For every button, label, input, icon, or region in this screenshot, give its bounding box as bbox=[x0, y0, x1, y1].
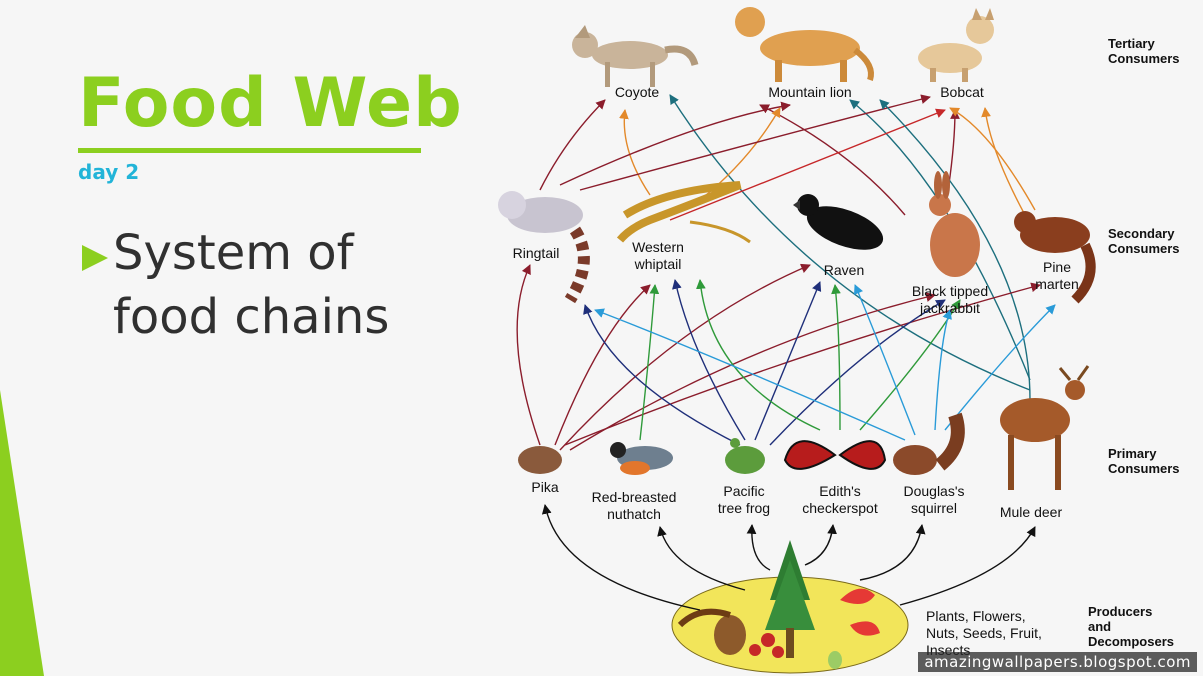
slide-subtitle: day 2 bbox=[78, 160, 140, 184]
label-ringtail: Ringtail bbox=[513, 245, 560, 261]
bullet-arrow-icon bbox=[82, 245, 108, 271]
frog-icon bbox=[725, 438, 765, 474]
label-producers: Plants, Flowers,Nuts, Seeds, Fruit,Insec… bbox=[926, 608, 1042, 658]
mountain-lion-icon bbox=[735, 7, 874, 82]
food-web-diagram: Coyote Mountain lion Bobcat Ringtail Wes… bbox=[498, 7, 1180, 674]
bobcat-icon bbox=[918, 8, 994, 82]
pine-marten-icon bbox=[1014, 211, 1096, 304]
label-raven: Raven bbox=[824, 262, 864, 278]
squirrel-icon bbox=[893, 412, 965, 475]
label-mountain-lion: Mountain lion bbox=[768, 84, 851, 100]
lizard-icon bbox=[616, 181, 751, 244]
butterfly-icon bbox=[783, 440, 887, 470]
label-bobcat: Bobcat bbox=[940, 84, 984, 100]
accent-bar bbox=[0, 390, 44, 676]
jackrabbit-icon bbox=[929, 171, 980, 277]
label-coyote: Coyote bbox=[615, 84, 660, 100]
ringtail-icon bbox=[498, 191, 590, 304]
deer-icon bbox=[1000, 365, 1090, 490]
title-underline bbox=[78, 148, 421, 153]
pika-icon bbox=[518, 446, 562, 474]
watermark: amazingwallpapers.blogspot.com bbox=[918, 652, 1197, 672]
plants-icon bbox=[671, 540, 909, 674]
slide-title: Food Web bbox=[78, 64, 463, 143]
label-pika: Pika bbox=[531, 479, 558, 495]
bullet-text: System of food chains bbox=[113, 225, 390, 345]
nuthatch-icon bbox=[610, 442, 673, 475]
label-mule-deer: Mule deer bbox=[1000, 504, 1063, 520]
raven-icon bbox=[793, 194, 884, 250]
coyote-icon bbox=[572, 25, 699, 87]
